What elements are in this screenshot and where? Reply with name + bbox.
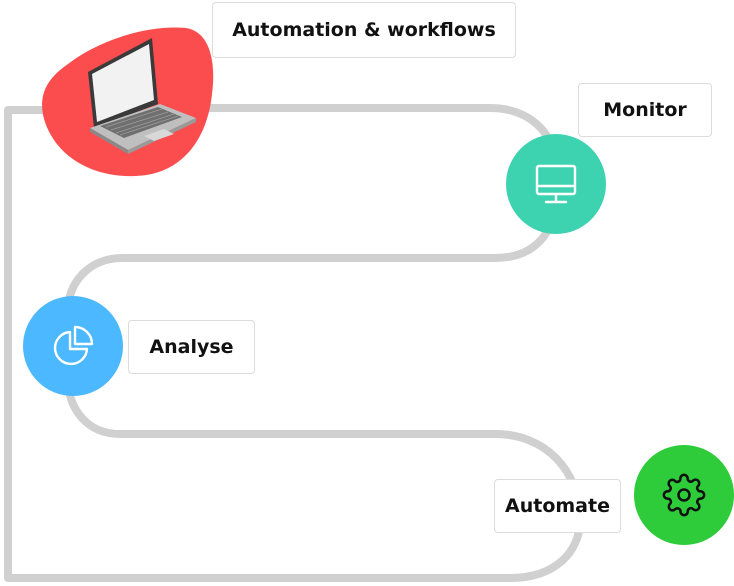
step-label-text: Analyse [149,336,234,358]
step-label-text: Monitor [603,99,687,121]
analyse-node [23,296,123,396]
gear-icon [662,473,706,517]
automate-node [634,445,734,545]
monitor-node [506,134,606,234]
step-label-text: Automation & workflows [232,19,496,41]
pie-chart-icon [53,325,94,366]
step-label-analyse: Analyse [128,320,255,374]
laptop-icon [88,38,196,154]
step-label-text: Automate [505,495,610,517]
monitor-icon [535,164,577,204]
step-label-automate: Automate [494,479,621,533]
step-label-automation-workflows: Automation & workflows [212,2,516,58]
step-label-monitor: Monitor [578,83,712,137]
laptop-node [42,27,214,177]
